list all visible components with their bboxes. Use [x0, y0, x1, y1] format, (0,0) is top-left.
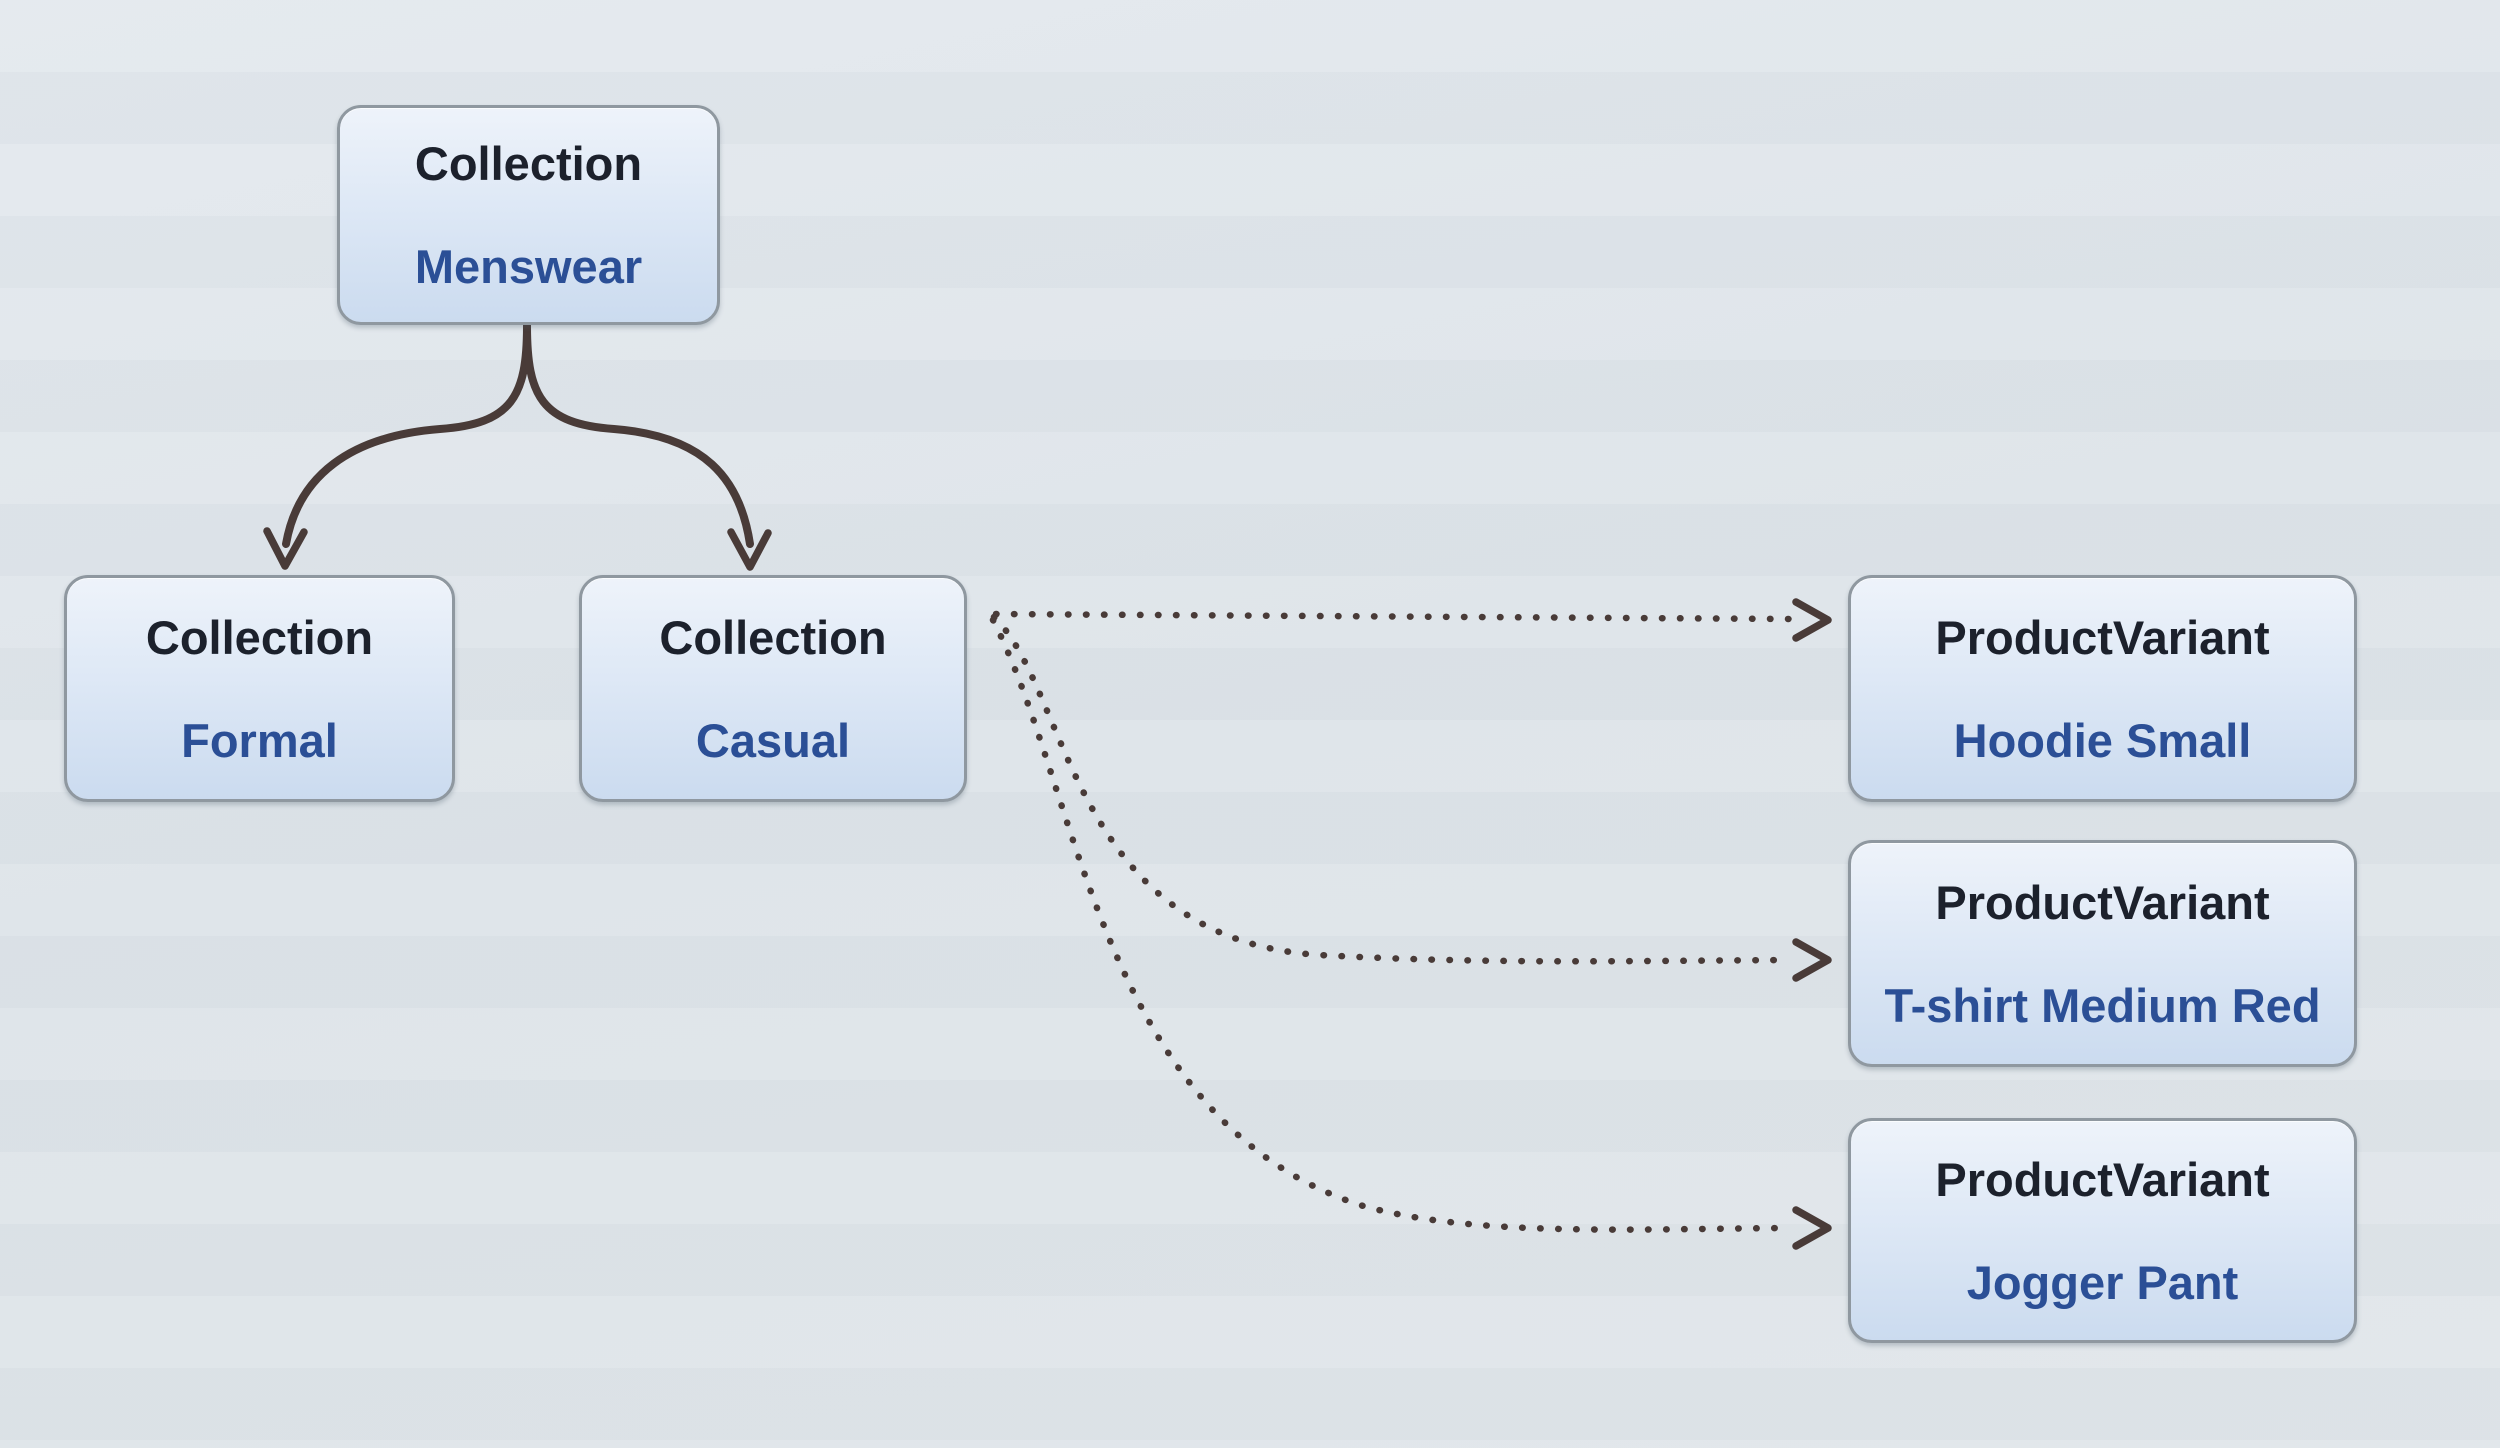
edge-menswear-casual — [523, 322, 754, 548]
node-type-label: ProductVariant — [1935, 875, 2270, 929]
node-productvariant-hoodie-small: ProductVariant Hoodie Small — [1848, 575, 2357, 802]
node-collection-menswear: Collection Menswear — [337, 105, 720, 325]
arrowhead-right-tshirt — [1792, 938, 1832, 982]
node-name-label: Casual — [695, 713, 851, 767]
arrowhead-down-casual — [727, 528, 772, 571]
edge-casual-tshirt — [990, 613, 1792, 965]
edge-casual-hoodie — [992, 610, 1794, 623]
node-name-label: Formal — [181, 713, 338, 767]
node-type-label: Collection — [659, 610, 887, 664]
edge-casual-jogger — [989, 616, 1792, 1233]
node-type-label: Collection — [145, 610, 374, 664]
node-type-label: ProductVariant — [1935, 1152, 2270, 1206]
node-type-label: ProductVariant — [1935, 610, 2270, 664]
node-productvariant-tshirt-medium-red: ProductVariant T-shirt Medium Red — [1848, 840, 2357, 1067]
arrowhead-right-hoodie — [1792, 598, 1832, 642]
node-collection-formal: Collection Formal — [64, 575, 455, 802]
edge-menswear-formal — [282, 322, 531, 548]
arrowhead-right-jogger — [1792, 1206, 1832, 1250]
node-name-label: Hoodie Small — [1953, 713, 2252, 767]
node-collection-casual: Collection Casual — [579, 575, 967, 802]
node-productvariant-jogger-pant: ProductVariant Jogger Pant — [1848, 1118, 2357, 1343]
arrowhead-down-formal — [263, 527, 308, 570]
node-name-label: T-shirt Medium Red — [1884, 978, 2321, 1032]
node-type-label: Collection — [414, 137, 643, 190]
node-name-label: Jogger Pant — [1966, 1255, 2239, 1309]
node-name-label: Menswear — [414, 240, 643, 293]
